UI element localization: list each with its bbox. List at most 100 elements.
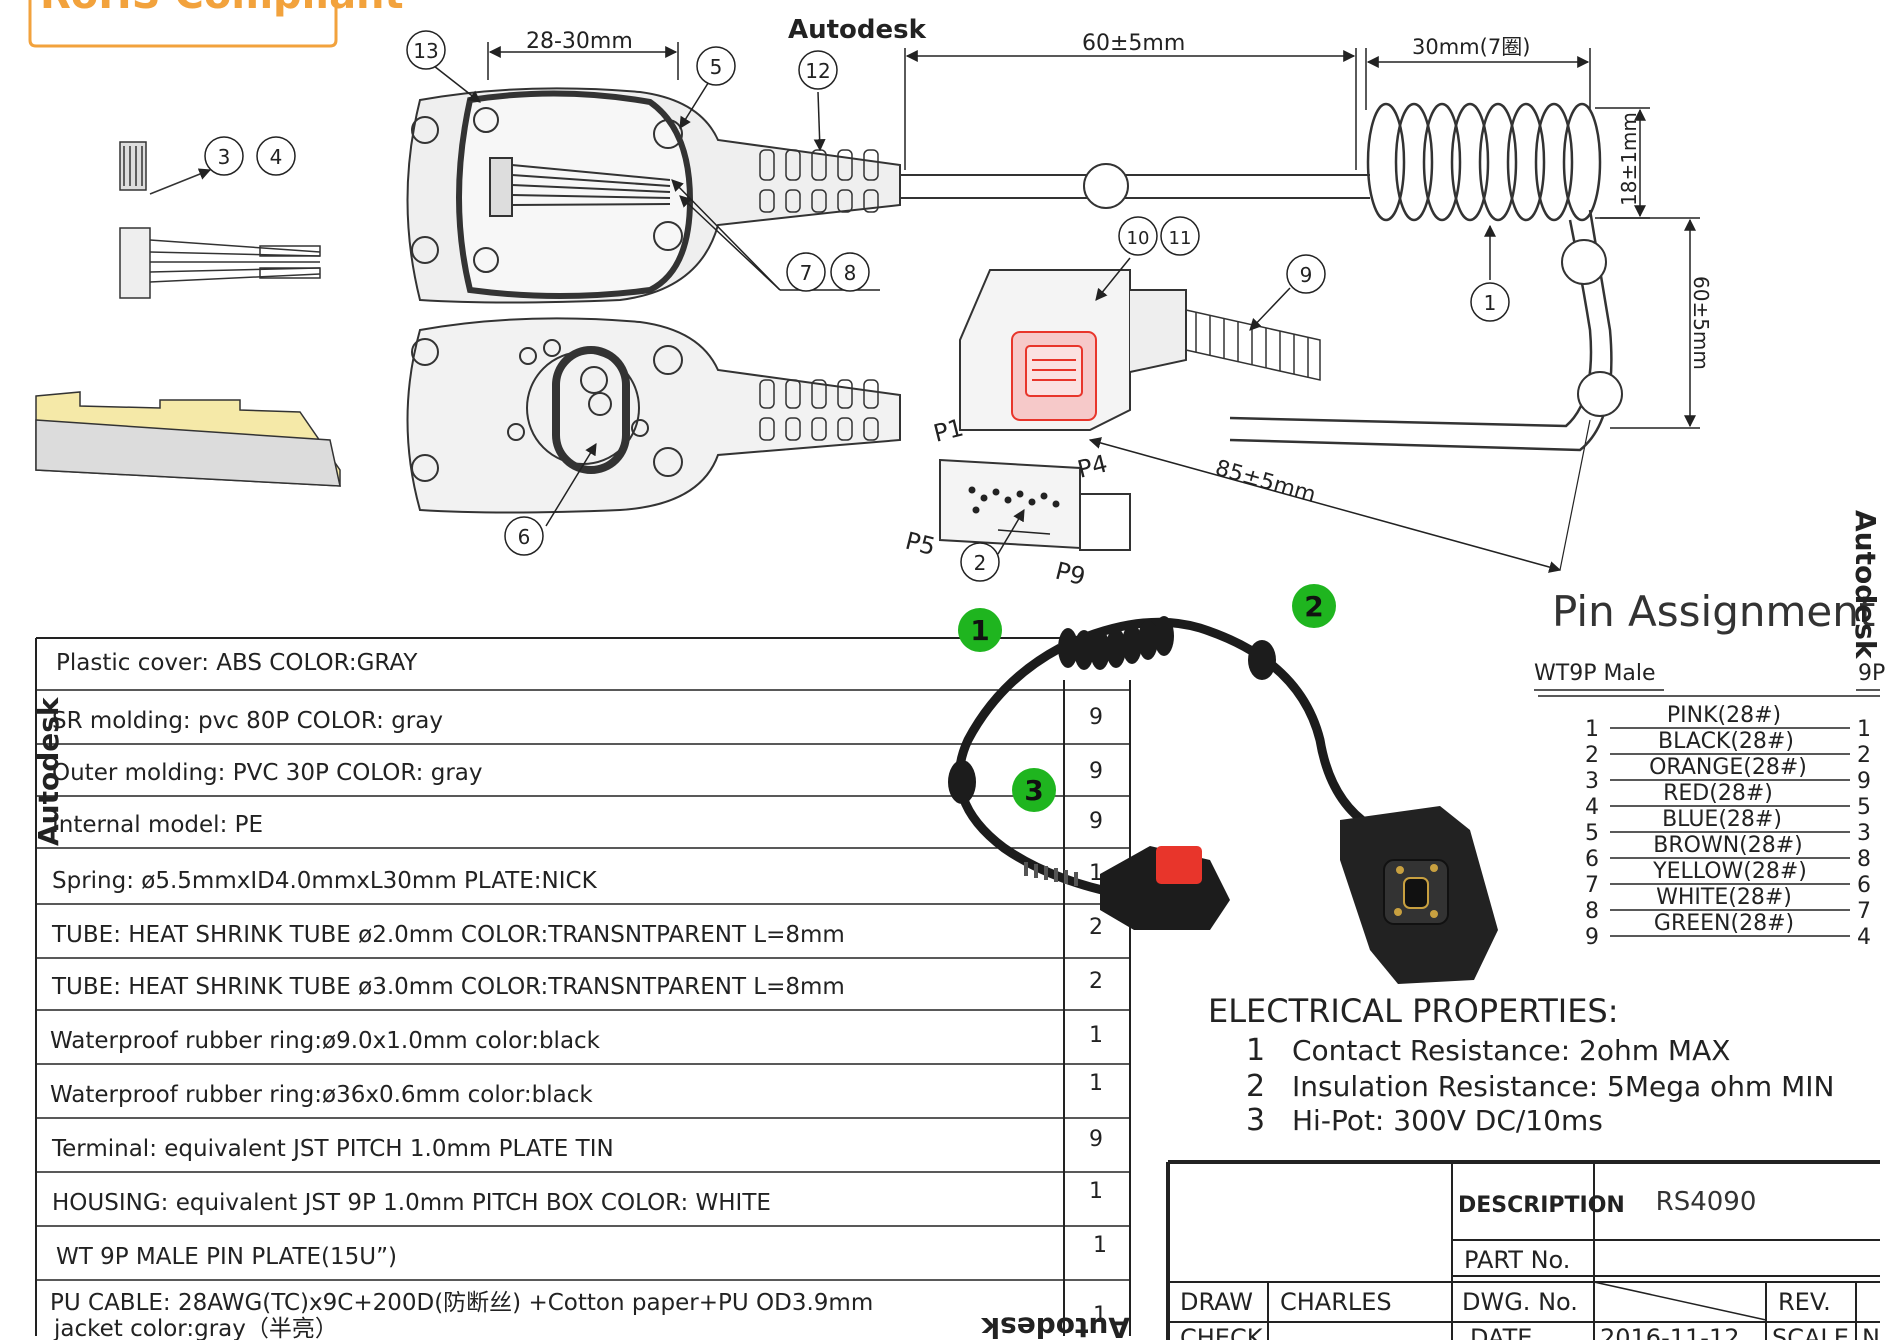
svg-text:2: 2 <box>974 551 987 575</box>
bom-row-4-desc: Internal model: PE <box>52 812 263 838</box>
marker-2: 2 <box>1292 584 1336 628</box>
dwg-no-label: DWG. No. <box>1462 1288 1578 1316</box>
bom-row-1-desc: Plastic cover: ABS COLOR:GRAY <box>56 650 418 676</box>
electrical-item-3-text: Hi-Pot: 300V DC/10ms <box>1292 1104 1603 1137</box>
dimension-coil-diameter: 18±1mm <box>1595 107 1650 219</box>
bom-row-4-qty: 9 <box>1089 809 1103 834</box>
pin-assignment-title: Pin Assignment <box>1552 587 1875 636</box>
dimension-straight-cable: 60±5mm <box>904 31 1357 170</box>
pin-3-left: 3 <box>1585 769 1599 794</box>
bom-row-11-desc: HOUSING: equivalent JST 9P 1.0mm PITCH B… <box>52 1190 771 1216</box>
pin-8-left: 8 <box>1585 899 1599 924</box>
watermark-top: Autodesk <box>788 15 927 45</box>
callout-8: 8 <box>830 252 870 292</box>
svg-text:4: 4 <box>270 145 283 169</box>
dimension-connector-length-label: 85±5mm <box>1212 456 1318 509</box>
callout-9: 9 <box>1286 254 1326 294</box>
dimension-straight-cable-label: 60±5mm <box>1082 31 1185 56</box>
electrical-properties: ELECTRICAL PROPERTIES: 1 Contact Resista… <box>1208 992 1834 1138</box>
draw-value: CHARLES <box>1280 1288 1392 1316</box>
electrical-title: ELECTRICAL PROPERTIES: <box>1208 992 1619 1030</box>
bom-row-12-qty: 1 <box>1093 1233 1107 1258</box>
bom-row-11-qty: 1 <box>1089 1179 1103 1204</box>
bom-row-3-qty: 9 <box>1089 759 1103 784</box>
pin-4-left: 4 <box>1585 795 1599 820</box>
bom-row-5-qty: 1 <box>1089 861 1103 886</box>
svg-text:12: 12 <box>805 59 830 83</box>
draw-label: DRAW <box>1180 1288 1253 1316</box>
bom-row-8-desc: Waterproof rubber ring:ø9.0x1.0mm color:… <box>50 1028 601 1054</box>
callout-3: 3 <box>204 136 244 176</box>
scale-value: N <box>1862 1324 1880 1340</box>
electrical-item-2-text: Insulation Resistance: 5Mega ohm MIN <box>1292 1070 1834 1103</box>
pin-assignment-right-header: 9P <box>1858 661 1885 686</box>
dimension-coil-diameter-label: 18±1mm <box>1617 112 1641 206</box>
callout-10: 10 <box>1118 216 1158 256</box>
pin-8-color: WHITE(28#) <box>1656 885 1792 910</box>
pin-9-color: GREEN(28#) <box>1654 911 1794 936</box>
bom-row-5-desc: Spring: ø5.5mmxID4.0mmxL30mm PLATE:NICK <box>52 868 598 894</box>
housing-top-view <box>406 87 901 304</box>
bom-row-3-desc: Outer molding: PVC 30P COLOR: gray <box>52 760 483 786</box>
pin-7-color: YELLOW(28#) <box>1652 859 1807 884</box>
svg-text:2: 2 <box>1304 590 1323 623</box>
marker-3: 3 <box>1012 768 1056 812</box>
title-block: DESCRIPTION RS4090 PART No. DRAW CHARLES… <box>1166 1160 1880 1340</box>
pin-3-color: ORANGE(28#) <box>1649 755 1807 780</box>
dimension-drop-length-label: 60±5mm <box>1689 276 1713 370</box>
callout-11: 11 <box>1160 216 1200 256</box>
bom-row-2-qty: 9 <box>1089 705 1103 730</box>
bom-row-10-qty: 9 <box>1089 1127 1103 1152</box>
callout-1: 1 <box>1470 282 1510 322</box>
pin-5-color: BLUE(28#) <box>1662 807 1782 832</box>
pin-1-left: 1 <box>1585 717 1599 742</box>
bom-row-6-qty: 2 <box>1089 915 1103 940</box>
bom-row-13-desc-line2: jacket color:gray（半亮） <box>53 1316 338 1340</box>
pin-9-right: 4 <box>1857 925 1871 950</box>
bom-row-2-desc: SR molding: pvc 80P COLOR: gray <box>52 708 443 734</box>
svg-text:13: 13 <box>413 39 438 63</box>
rev-label: REV. <box>1778 1288 1831 1316</box>
svg-text:7: 7 <box>800 261 813 285</box>
callout-12: 12 <box>798 50 838 90</box>
bom-row-13-desc: PU CABLE: 28AWG(TC)x9C+200D(防断丝) +Cotton… <box>50 1290 873 1316</box>
pin-3-right: 9 <box>1857 769 1871 794</box>
date-value: 2016-11-12 <box>1600 1324 1739 1340</box>
description-label: DESCRIPTION <box>1458 1193 1625 1218</box>
callout-6: 6 <box>504 516 544 556</box>
svg-text:1: 1 <box>970 614 989 647</box>
callout-leaders <box>433 65 1496 555</box>
pin-6-right: 8 <box>1857 847 1871 872</box>
callout-2: 2 <box>960 542 1000 582</box>
svg-text:5: 5 <box>710 55 723 79</box>
section-view <box>35 391 341 487</box>
svg-text:3: 3 <box>1024 774 1043 807</box>
bom-row-12-desc: WT 9P MALE PIN PLATE(15U”) <box>56 1244 397 1270</box>
pin-2-left: 2 <box>1585 743 1599 768</box>
marker-1: 1 <box>958 608 1002 652</box>
bom-row-6-desc: TUBE: HEAT SHRINK TUBE ø2.0mm COLOR:TRAN… <box>51 922 845 948</box>
svg-text:10: 10 <box>1127 228 1150 249</box>
electrical-item-2-num: 2 <box>1246 1069 1265 1104</box>
callouts: 13 5 12 3 4 7 8 10 11 9 1 6 2 <box>204 30 1510 582</box>
pin-assignment: Pin Assignment Autodesk WT9P Male 9P 1 2… <box>1534 510 1885 950</box>
bom-row-7-desc: TUBE: HEAT SHRINK TUBE ø3.0mm COLOR:TRAN… <box>51 974 845 1000</box>
pin-8-right: 7 <box>1857 899 1871 924</box>
pin-7-left: 7 <box>1585 873 1599 898</box>
product-photo <box>948 616 1498 984</box>
electrical-item-1-text: Contact Resistance: 2ohm MAX <box>1292 1034 1730 1067</box>
rohs-badge-text: RoHS Compliant <box>40 0 404 18</box>
electrical-item-1-num: 1 <box>1246 1033 1265 1068</box>
svg-text:11: 11 <box>1169 228 1192 249</box>
bom-row-9-qty: 1 <box>1089 1071 1103 1096</box>
connector-drawing <box>939 269 1321 551</box>
callout-5: 5 <box>696 46 736 86</box>
dimension-drop-length: 60±5mm <box>1600 217 1713 429</box>
pin-6-color: BROWN(28#) <box>1653 833 1803 858</box>
check-label: CHECK <box>1180 1324 1264 1340</box>
svg-text:6: 6 <box>518 525 531 549</box>
callout-13: 13 <box>406 30 446 70</box>
watermark-right: Autodesk <box>1849 510 1882 660</box>
pin-1-color: PINK(28#) <box>1667 703 1781 728</box>
pin-4-color: RED(28#) <box>1663 781 1773 806</box>
